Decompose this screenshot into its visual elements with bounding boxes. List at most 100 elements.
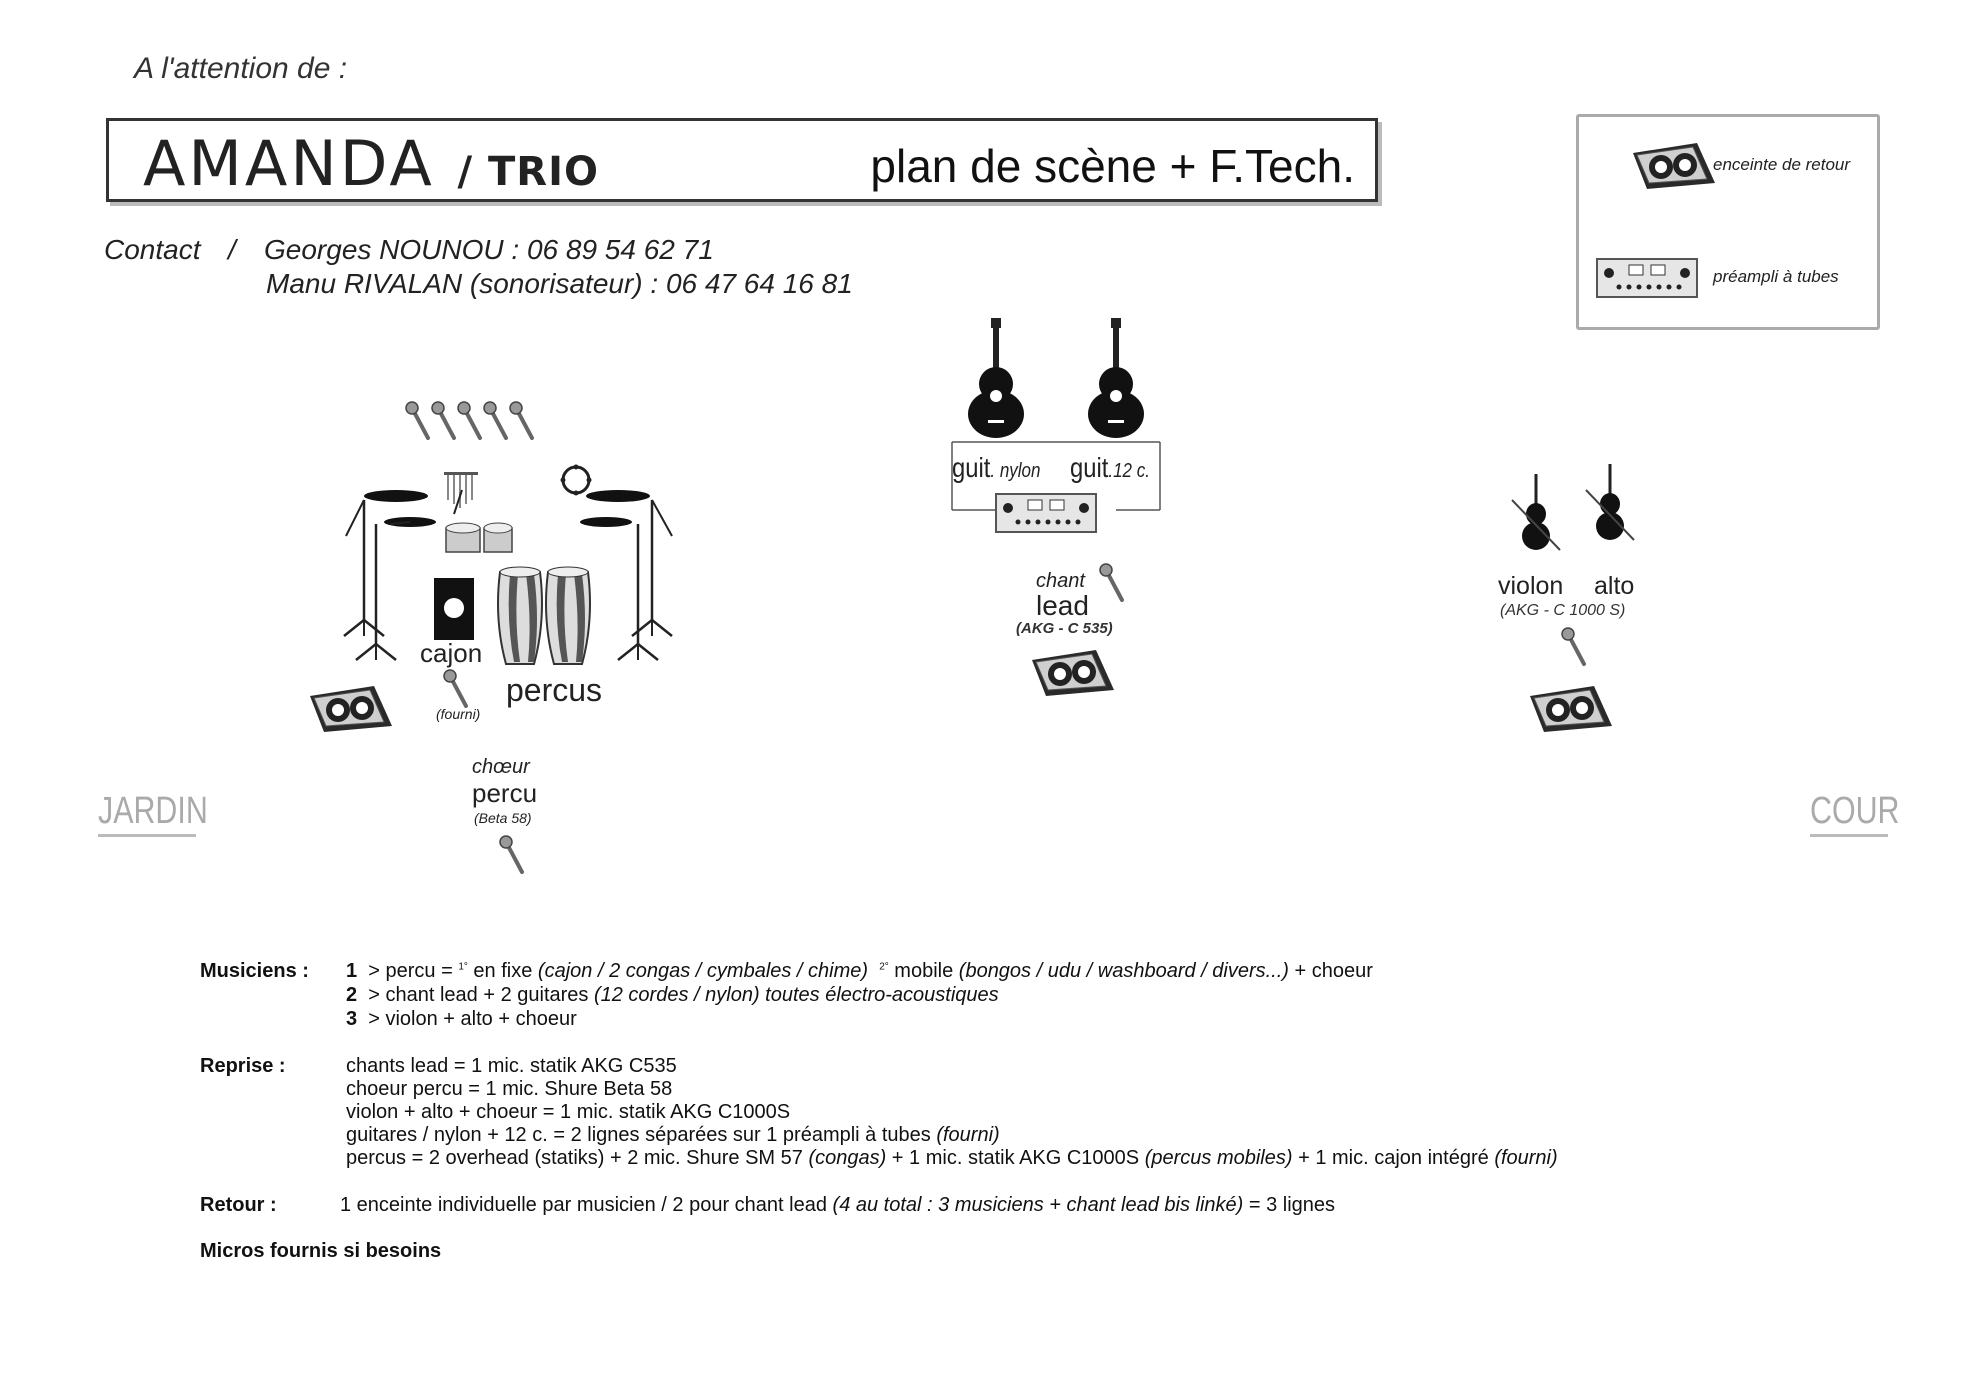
title-box: AMANDA / TRIO plan de scène + F.Tech.	[106, 118, 1378, 202]
guitar-nylon-label: guit. nylon	[952, 452, 1040, 484]
overhead-mic-icon	[404, 400, 430, 440]
reprise-line-1: chants lead = 1 mic. statik AKG C535	[346, 1055, 677, 1077]
musician-2-num: 2	[346, 984, 358, 1006]
cour-label: COUR	[1810, 790, 1900, 832]
musiciens-label: Musiciens :	[200, 960, 309, 982]
overhead-mic-icon	[482, 400, 508, 440]
jardin-underline	[98, 834, 196, 837]
guitar-nylon-icon	[968, 318, 1024, 438]
reprise-line-5-d: (percus mobiles)	[1144, 1147, 1293, 1169]
musician-1-sup2: 2°	[879, 961, 889, 973]
guitar-12-label-a: guit	[1070, 452, 1109, 483]
retour-line-c: = 3 lignes	[1243, 1194, 1336, 1216]
band-name: AMANDA	[143, 127, 435, 200]
musician-1-d: mobile	[888, 960, 959, 982]
lead-mic-note: (AKG - C 535)	[1016, 620, 1113, 637]
cajon-icon	[434, 578, 474, 640]
lead-label-1: chant	[1036, 570, 1085, 592]
band-title: AMANDA / TRIO	[143, 127, 599, 200]
contact-line-2: Manu RIVALAN (sonorisateur) : 06 47 64 1…	[266, 268, 853, 299]
cajon-label: cajon	[420, 638, 483, 668]
document-type: plan de scène + F.Tech.	[870, 140, 1355, 192]
musician-3-num: 3	[346, 1008, 358, 1030]
reprise-line-5-f: (fourni)	[1494, 1147, 1558, 1169]
conga-icon	[497, 566, 543, 665]
lead-mic-icon	[1098, 562, 1124, 602]
lead-label-2: lead	[1036, 590, 1089, 621]
right-cymbal-icon	[580, 490, 674, 662]
left-cymbal-icon	[342, 490, 436, 662]
chime-icon	[444, 472, 478, 515]
legend-preamp-label: préampli à tubes	[1713, 267, 1839, 286]
musician-2-b: (12 cordes / nylon) toutes électro-acous…	[593, 984, 999, 1006]
guitar-nylon-label-b: . nylon	[990, 460, 1041, 482]
micros-note: Micros fournis si besoins	[200, 1240, 442, 1262]
viola-icon	[1584, 462, 1636, 542]
choir-label-2: percu	[472, 778, 538, 808]
reprise-line-5-b: (congas)	[808, 1147, 887, 1169]
choir-mic-icon	[498, 834, 524, 874]
guitar-12-icon	[1088, 318, 1144, 438]
musician-1-e: (bongos / udu / washboard / divers...)	[958, 960, 1289, 982]
viola-label: alto	[1594, 572, 1635, 600]
musician-1-sup1: 1°	[458, 961, 468, 973]
musician-2-a: > chant lead + 2 guitares	[368, 984, 594, 1006]
musician-1-a: > percu =	[368, 960, 459, 982]
strings-monitor-icon	[1529, 685, 1613, 733]
violin-label: violon	[1498, 572, 1564, 600]
musician-1-num: 1	[346, 960, 358, 982]
legend-box: enceinte de retour préampli à tubes	[1576, 114, 1880, 330]
musician-2: 2 > chant lead + 2 guitares (12 cordes /…	[346, 984, 999, 1007]
overhead-mic-icon	[508, 400, 534, 440]
musician-1-f: + choeur	[1288, 960, 1373, 982]
reprise-line-5-e: + 1 mic. cajon intégré	[1292, 1147, 1495, 1169]
tambourine-icon	[560, 464, 592, 496]
jardin-label: JARDIN	[98, 790, 208, 832]
reprise-line-5-a: percus = 2 overhead (statiks) + 2 mic. S…	[346, 1147, 809, 1169]
lead-monitor-icon	[1031, 649, 1115, 697]
reprise-line-4-a: guitares / nylon + 12 c. = 2 lignes sépa…	[346, 1124, 937, 1146]
musician-3: 3 > violon + alto + choeur	[346, 1008, 577, 1031]
guitar-routing-lines	[951, 441, 1161, 511]
cajon-mic-note: (fourni)	[436, 706, 481, 722]
percus-monitor-icon	[309, 685, 393, 733]
reprise-label: Reprise :	[200, 1055, 286, 1077]
violin-icon	[1510, 472, 1562, 552]
strings-mic-icon	[1560, 626, 1586, 666]
contact-label: Contact	[104, 234, 201, 265]
guitar-nylon-label-a: guit	[952, 452, 991, 483]
legend-monitor-label: enceinte de retour	[1713, 155, 1851, 174]
strings-mic-note: (AKG - C 1000 S)	[1500, 602, 1626, 619]
retour-line-b: (4 au total : 3 musiciens + chant lead b…	[832, 1194, 1244, 1216]
overhead-mic-icon	[456, 400, 482, 440]
choir-label-1: chœur	[472, 756, 530, 778]
cajon-mic-icon	[442, 668, 468, 708]
reprise-line-4-b: (fourni)	[936, 1124, 1000, 1146]
reprise-line-5-c: + 1 mic. statik AKG C1000S	[886, 1147, 1145, 1169]
retour-line: 1 enceinte individuelle par musicien / 2…	[340, 1194, 1335, 1217]
guitar-12-label-b: .12 c.	[1108, 460, 1150, 482]
cour-underline	[1810, 834, 1888, 837]
guitar-12-label: guit.12 c.	[1070, 452, 1150, 484]
contact-separator: /	[228, 234, 236, 265]
musician-1: 1 > percu = 1° en fixe (cajon / 2 congas…	[346, 960, 1373, 983]
retour-line-a: 1 enceinte individuelle par musicien / 2…	[340, 1194, 833, 1216]
bongos-icon	[445, 522, 513, 553]
attention-label: A l'attention de :	[134, 52, 348, 85]
reprise-line-4: guitares / nylon + 12 c. = 2 lignes sépa…	[346, 1124, 1000, 1147]
musician-1-c: (cajon / 2 congas / cymbales / chime)	[537, 960, 869, 982]
band-suffix: / TRIO	[457, 149, 599, 195]
overhead-mic-icon	[430, 400, 456, 440]
musician-3-a: > violon + alto + choeur	[368, 1008, 577, 1030]
reprise-line-2: choeur percu = 1 mic. Shure Beta 58	[346, 1078, 673, 1100]
guitar-preamp-icon	[995, 493, 1097, 533]
musician-1-b: en fixe	[467, 960, 538, 982]
conga-icon	[545, 566, 591, 665]
retour-label: Retour :	[200, 1194, 277, 1216]
percus-label: percus	[506, 672, 603, 708]
choir-mic-note: (Beta 58)	[474, 810, 532, 826]
contact-line-1: Georges NOUNOU : 06 89 54 62 71	[264, 234, 714, 265]
reprise-line-5: percus = 2 overhead (statiks) + 2 mic. S…	[346, 1147, 1558, 1170]
reprise-line-3: violon + alto + choeur = 1 mic. statik A…	[346, 1101, 791, 1123]
